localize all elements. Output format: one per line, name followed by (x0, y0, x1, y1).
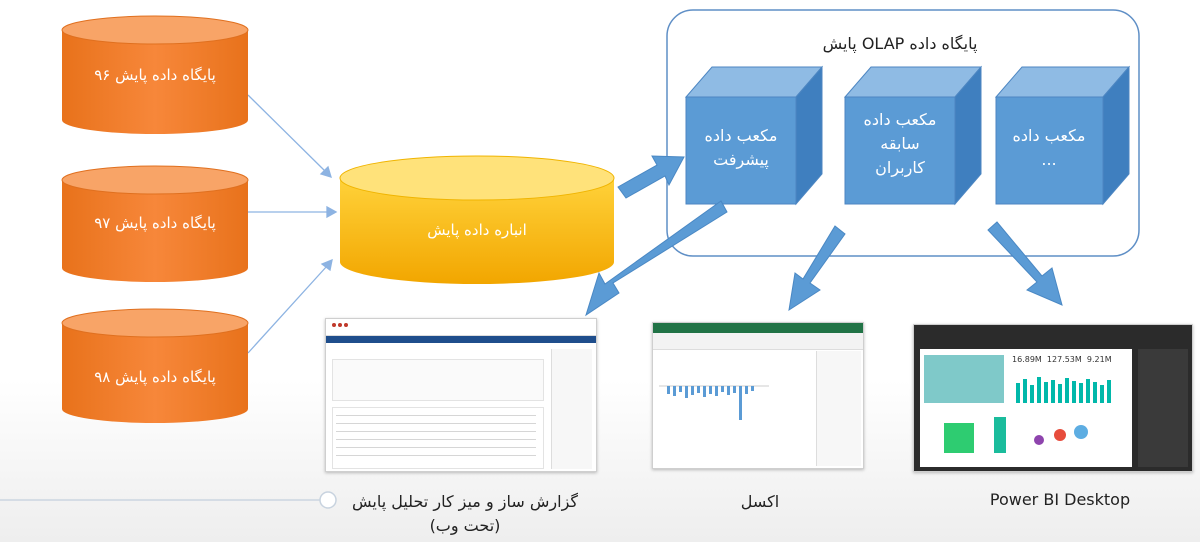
cube-progress-line-1: مکعب داده (704, 126, 778, 145)
cube-progress (684, 65, 824, 206)
cube-more-label: مکعب داده ... (999, 124, 1099, 172)
source-db-98-label: پایگاه داده پایش ۹۸ (94, 368, 216, 386)
powerbi-bar-thumbnail (1016, 377, 1111, 403)
warehouse-label: انباره داده پایش (427, 221, 527, 239)
web-reporter-caption: گزارش ساز و میز کار تحلیل پایش (تحت وب) (320, 490, 610, 538)
cube-user-history (843, 65, 983, 206)
web-reporter-caption-line-1: گزارش ساز و میز کار تحلیل پایش (351, 492, 579, 511)
source-connectors (247, 94, 338, 354)
cube-user-history-line-3: کاربران (875, 158, 925, 177)
source-db-98 (61, 308, 249, 423)
cube-user-history-label: مکعب داده سابقه کاربران (850, 108, 950, 180)
excel-chart-thumbnail (659, 385, 769, 420)
cube-more-line-2: ... (1041, 150, 1057, 169)
powerbi-kpis: 16.89M 127.53M 9.21M (1012, 355, 1124, 369)
powerbi-kpi-1: 16.89M (1012, 355, 1042, 364)
web-reporter-caption-line-2: (تحت وب) (429, 516, 501, 535)
olap-title: پایگاه داده OLAP پایش (822, 34, 978, 53)
cube-progress-line-2: پیشرفت (713, 150, 769, 169)
powerbi-kpi-3: 9.21M (1086, 355, 1112, 364)
excel-screenshot (652, 322, 864, 469)
cube-more-line-1: مکعب داده (1012, 126, 1086, 145)
cube-user-history-line-2: سابقه (880, 134, 920, 153)
source-db-96 (61, 15, 249, 134)
cube-user-history-line-1: مکعب داده (863, 110, 937, 129)
arrow-to-web-reporter (585, 200, 728, 317)
warehouse-db (339, 155, 615, 284)
cube-progress-label: مکعب داده پیشرفت (691, 124, 791, 172)
excel-caption: اکسل (740, 492, 780, 511)
powerbi-screenshot: 16.89M 127.53M 9.21M (913, 324, 1193, 472)
source-db-97-label: پایگاه داده پایش ۹۷ (94, 214, 216, 232)
powerbi-kpi-2: 127.53M (1046, 355, 1082, 364)
arrow-warehouse-to-olap (617, 155, 685, 199)
timeline-dot (319, 491, 337, 509)
arrow-to-powerbi (987, 221, 1063, 306)
source-db-96-label: پایگاه داده پایش ۹۶ (94, 66, 216, 84)
arrow-to-excel (788, 225, 846, 312)
cube-more (994, 65, 1131, 206)
web-reporter-screenshot (325, 318, 597, 472)
source-db-97 (61, 165, 249, 282)
powerbi-caption: Power BI Desktop (989, 490, 1131, 509)
